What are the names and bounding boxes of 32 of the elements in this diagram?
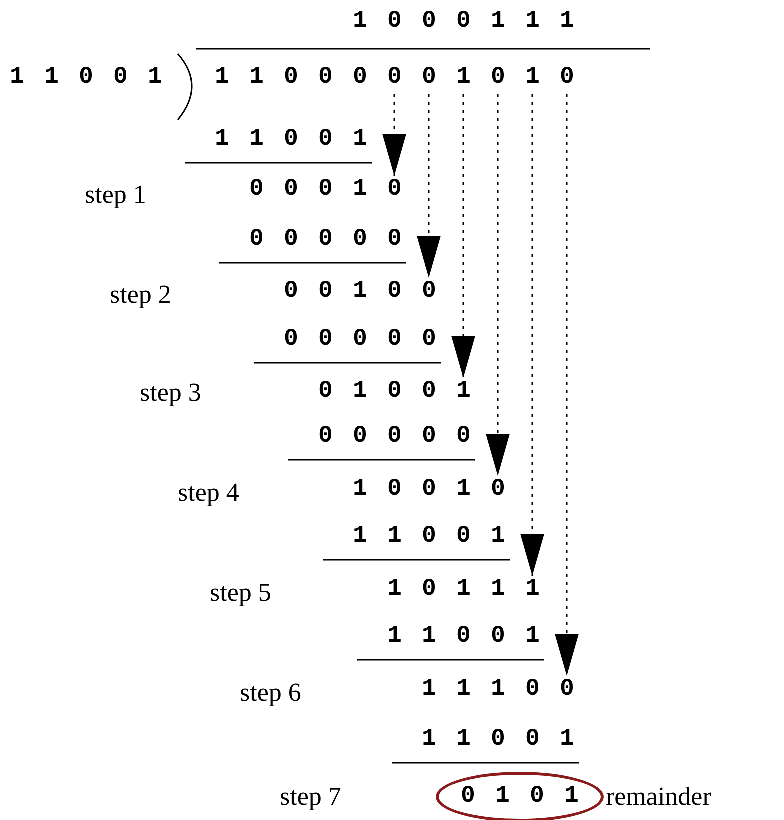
partial-result: 01001: [318, 376, 492, 408]
partial-result: 00000: [318, 422, 492, 452]
dotted-arrow: [555, 94, 579, 676]
dotted-arrow: [520, 94, 544, 576]
step-label: step 4: [178, 477, 240, 509]
partial-result: 10010: [353, 474, 526, 506]
dividend: 11000001010: [215, 62, 595, 94]
quotient: 1000111: [353, 7, 595, 37]
partial-result: 10111: [388, 574, 560, 606]
dotted-arrow: [382, 94, 406, 176]
step-label: step 1: [85, 179, 146, 211]
remainder-label: remainder: [606, 781, 712, 813]
partial-result: 00100: [284, 276, 457, 308]
divisor: 11001: [10, 63, 183, 93]
dotted-arrow: [417, 94, 441, 278]
step-label: step 6: [240, 677, 302, 709]
step-label: step 3: [140, 377, 202, 409]
partial-result: 11001: [422, 725, 595, 755]
partial-result: 11001: [353, 522, 526, 552]
remainder-value: 0101: [460, 782, 599, 812]
partial-result: 00010: [250, 174, 422, 206]
step-label: step 2: [110, 279, 172, 311]
step-label: step 7: [280, 781, 342, 813]
partial-result: 11001: [215, 125, 388, 155]
partial-result: 11001: [388, 622, 560, 652]
dotted-arrow: [486, 94, 510, 476]
dotted-arrow: [452, 94, 476, 378]
step-label: step 5: [210, 577, 272, 609]
remainder-ellipse: [436, 772, 604, 820]
partial-result: 00000: [250, 225, 422, 255]
partial-result: 11100: [422, 674, 595, 706]
partial-result: 00000: [284, 325, 457, 355]
